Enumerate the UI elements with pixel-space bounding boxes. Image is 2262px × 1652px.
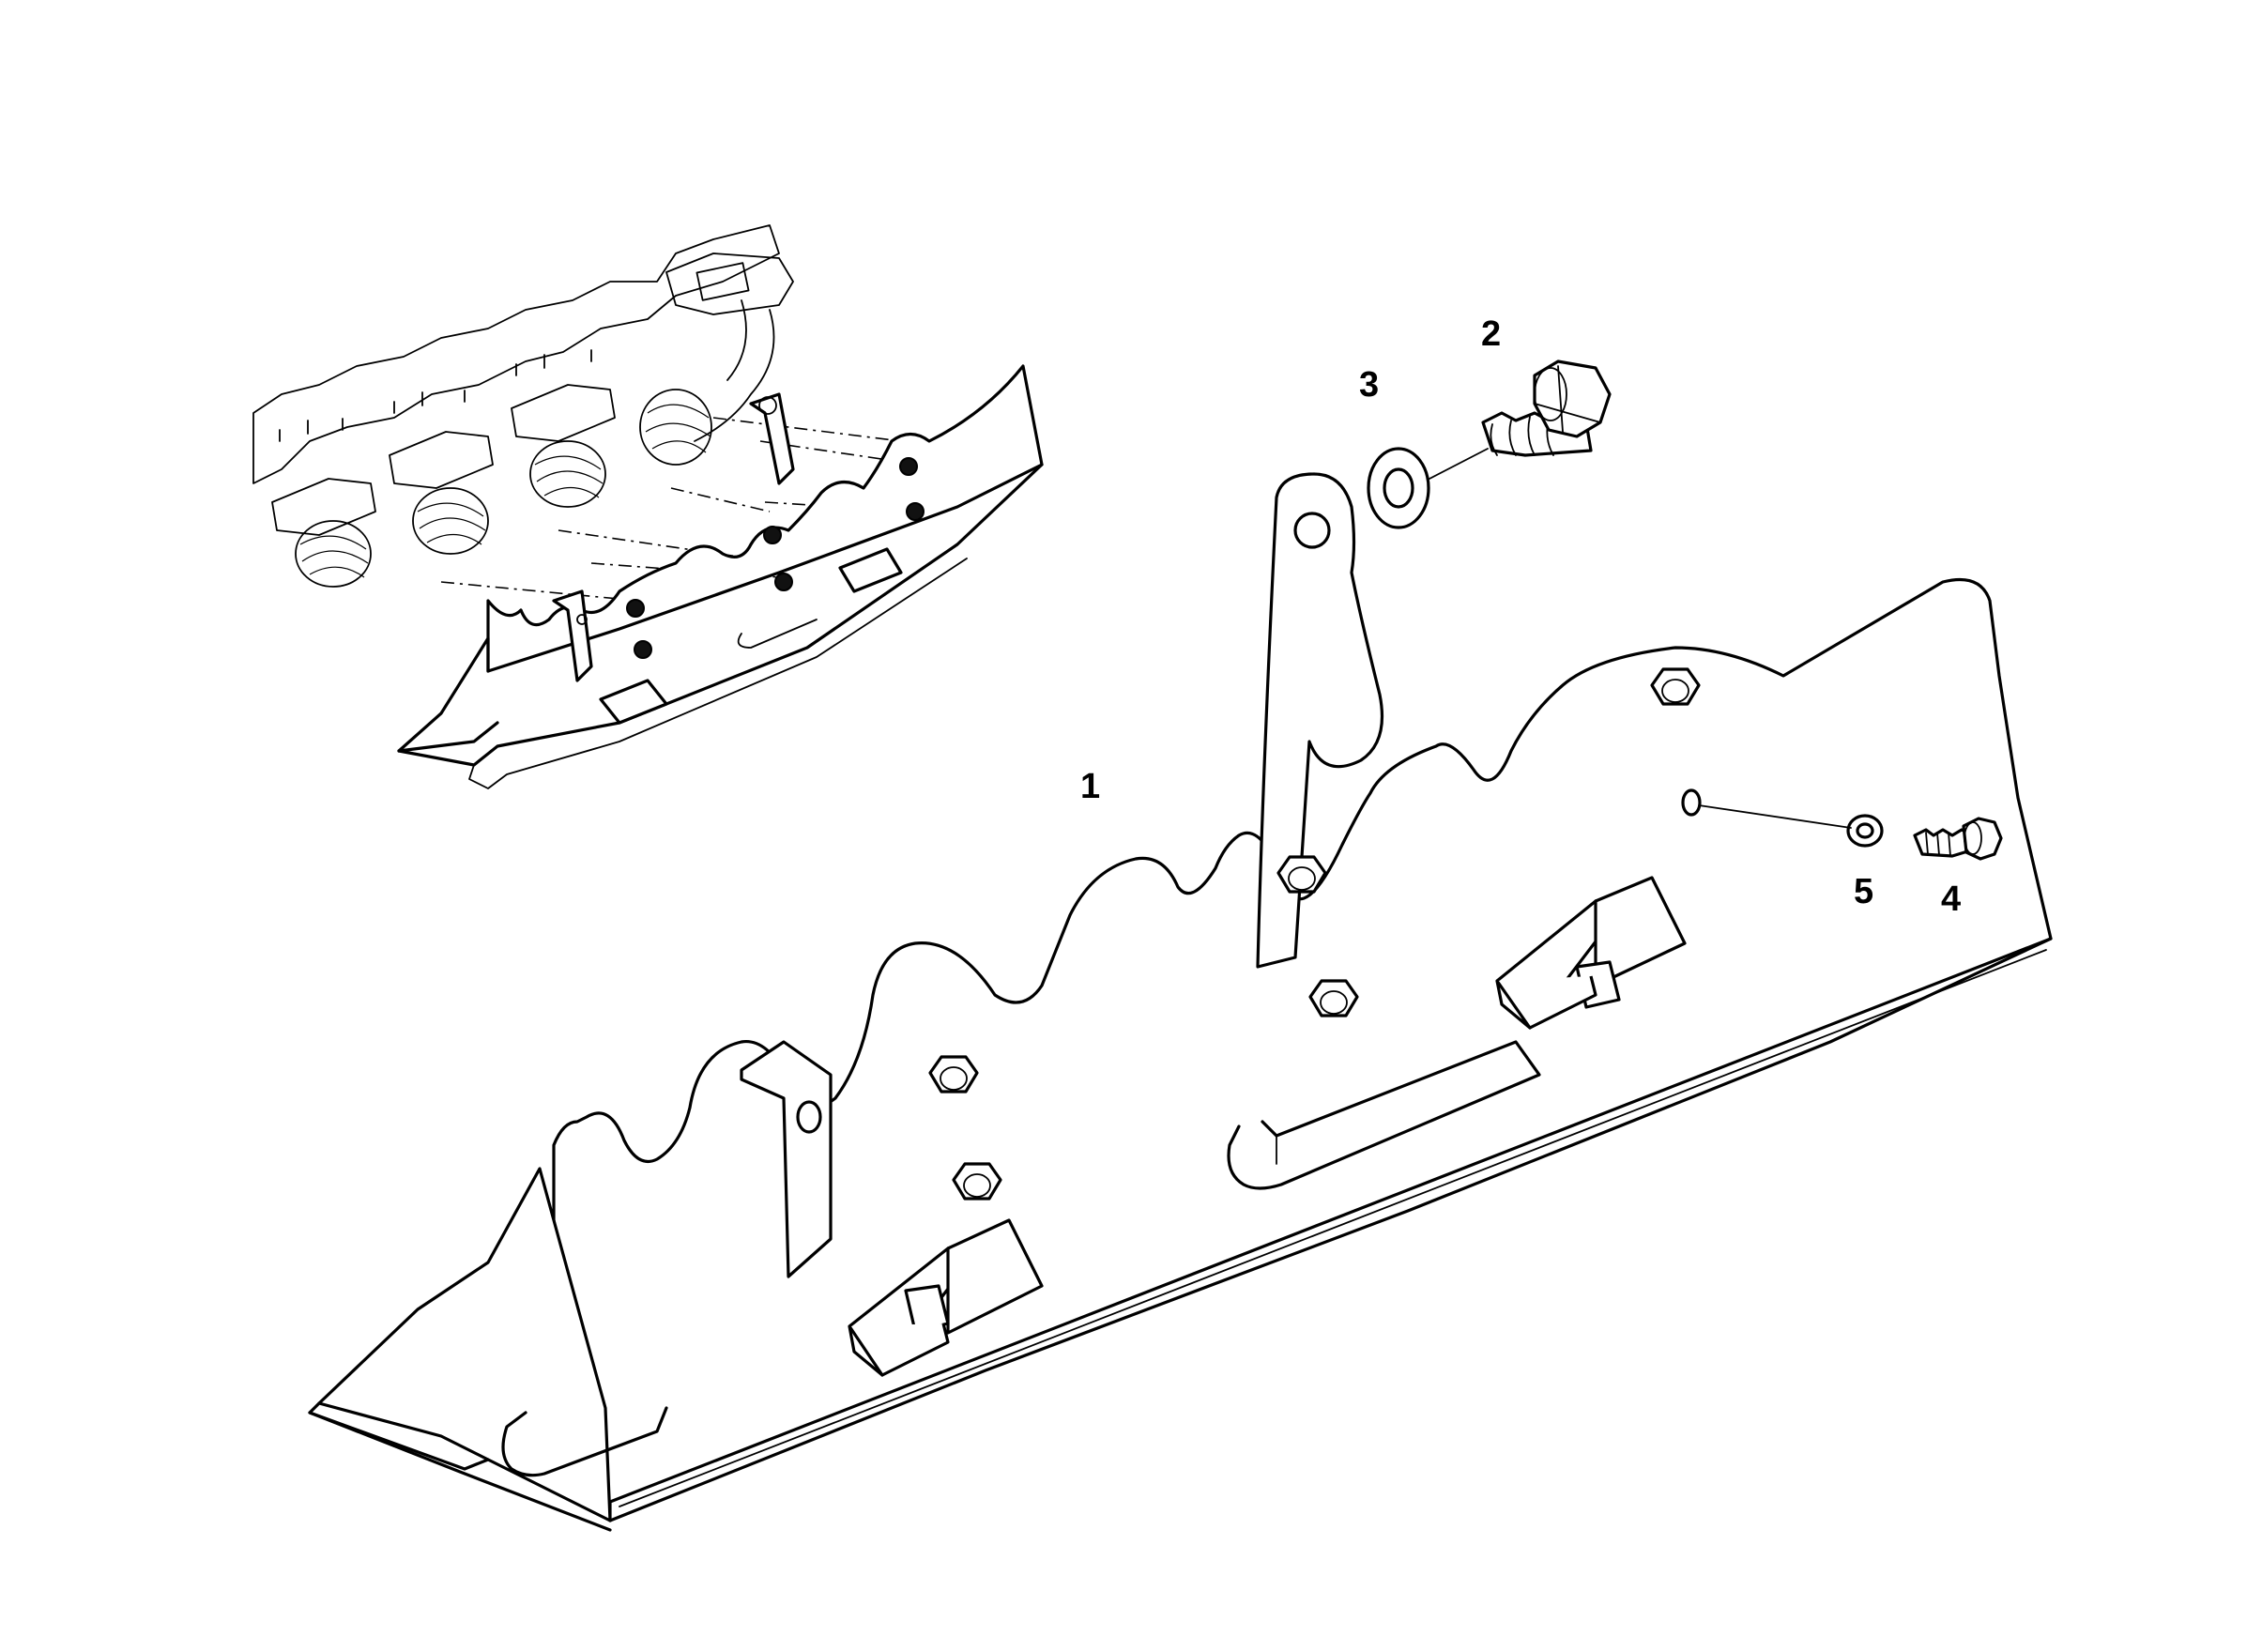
callout-4: 4 [1941, 880, 1961, 919]
callout-labels: 1 2 3 4 5 [1080, 314, 1961, 919]
washer-part-5 [1846, 814, 1884, 848]
inset-nuts [626, 457, 925, 659]
exhaust-manifold-drawing [252, 224, 794, 588]
callout-3: 3 [1359, 365, 1379, 405]
plate-bolt-heads [928, 667, 1701, 1201]
heat-shield-part-1 [308, 472, 2053, 1532]
callout-2: 2 [1481, 314, 1501, 354]
callout-1: 1 [1080, 767, 1100, 806]
bolt-part-2 [1481, 359, 1612, 457]
washer-part-3 [1367, 447, 1430, 529]
leader-line-3-2 [1429, 448, 1489, 480]
leader-line-hole-5 [1698, 804, 1852, 829]
inset-heat-shield [397, 364, 1044, 789]
bolt-part-4 [1913, 817, 2003, 861]
callout-5: 5 [1854, 872, 1873, 911]
lower-clips [848, 876, 1687, 1377]
inset-assembly-view [252, 224, 1044, 789]
